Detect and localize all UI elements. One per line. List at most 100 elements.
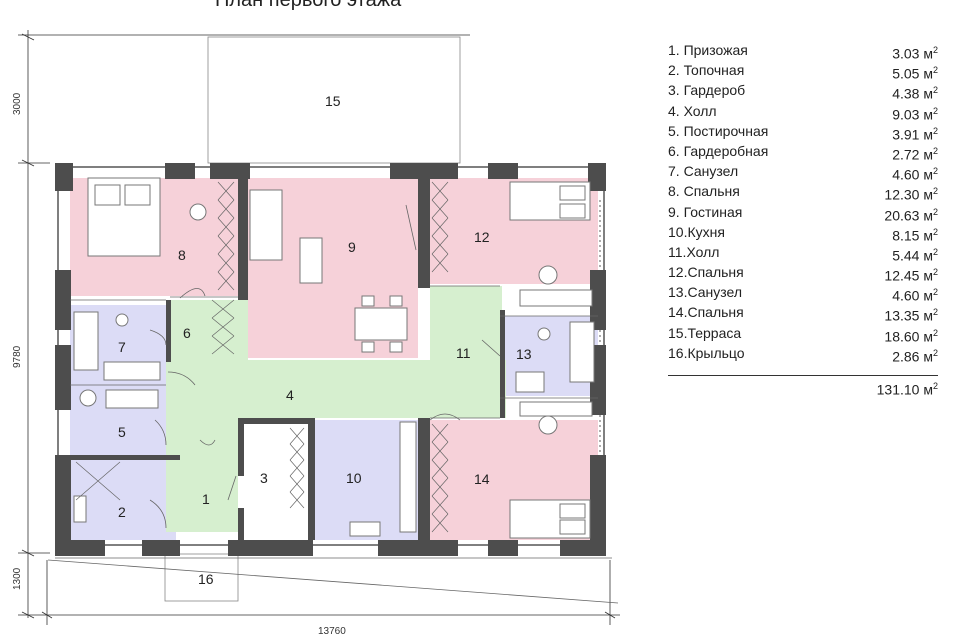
- legend-room-number: 5.: [668, 122, 680, 139]
- legend-room-number: 16.: [668, 344, 688, 361]
- legend-area-exponent: 2: [932, 307, 938, 318]
- legend-room-area: 20.63 м2: [884, 202, 938, 226]
- floor-plan: 3000 9780 1300 13760: [12, 30, 620, 637]
- legend-room-number: 13.: [668, 284, 688, 301]
- legend-area-value: 20.63: [884, 207, 920, 224]
- room-label-10: 10: [346, 470, 362, 486]
- legend-area-value: 13.35: [884, 308, 920, 325]
- room-label-15: 15: [325, 93, 341, 109]
- legend-area-value: 9.03: [892, 106, 920, 123]
- legend-area-unit: м: [923, 287, 933, 304]
- legend-room-label: Топочная: [683, 62, 745, 79]
- legend-separator: [668, 375, 938, 376]
- legend-row: 9. Гостиная 20.63 м2: [668, 202, 938, 224]
- legend-room-label: Холл: [683, 102, 717, 119]
- legend-area-unit: м: [923, 126, 933, 143]
- room-label-2: 2: [118, 504, 126, 520]
- legend-area-value: 4.38: [892, 86, 920, 103]
- legend-area-unit: м: [923, 166, 933, 183]
- legend-room-area: 12.45 м2: [884, 262, 938, 286]
- legend-area-unit: м: [923, 45, 933, 62]
- legend-room-area: 2.86 м2: [892, 343, 938, 367]
- porch-outline: [164, 553, 239, 602]
- wall-piers: [55, 163, 606, 556]
- legend-room-name: 9. Гостиная: [668, 202, 742, 222]
- legend-area-unit: м: [923, 247, 933, 264]
- dim-height: 9780: [12, 345, 23, 368]
- legend-area-unit: м: [923, 308, 933, 325]
- room-label-14: 14: [474, 471, 490, 487]
- legend-area-unit: м: [923, 348, 933, 365]
- room-label-12: 12: [474, 229, 490, 245]
- legend-room-number: 12.: [668, 264, 688, 281]
- room-label-5: 5: [118, 424, 126, 440]
- legend-total-exponent: 2: [932, 381, 938, 391]
- legend-area-value: 2.86: [892, 348, 920, 365]
- legend-area-value: 5.44: [892, 247, 920, 264]
- legend-room-number: 6.: [668, 142, 680, 159]
- legend-total-value: 131.10: [876, 381, 920, 398]
- dim-terrace: 3000: [12, 92, 23, 115]
- legend-room-name: 14.Спальня: [668, 302, 744, 322]
- legend-area-exponent: 2: [932, 206, 938, 217]
- legend-room-label: Спальня: [687, 304, 744, 321]
- legend-area-exponent: 2: [932, 327, 938, 338]
- legend-row: 1. Призожая 3.03 м2: [668, 40, 938, 62]
- legend-room-label: Санузел: [687, 284, 743, 301]
- dim-width: 13760: [318, 626, 346, 637]
- legend-total-unit: м: [923, 381, 933, 398]
- legend-room-number: 15.: [668, 324, 688, 341]
- legend-room-name: 6. Гардеробная: [668, 141, 768, 161]
- legend-room-name: 16.Крыльцо: [668, 343, 745, 363]
- legend-room-name: 1. Призожая: [668, 40, 748, 60]
- legend-room-number: 11.: [668, 243, 687, 260]
- legend-room-name: 12.Спальня: [668, 262, 744, 282]
- legend-room-area: 13.35 м2: [884, 302, 938, 326]
- legend-room-name: 8. Спальня: [668, 181, 740, 201]
- legend-room-number: 1.: [668, 42, 680, 58]
- legend-room-area: 18.60 м2: [884, 323, 938, 347]
- legend-room-name: 7. Санузел: [668, 161, 738, 181]
- legend-room-name: 3. Гардероб: [668, 80, 745, 100]
- room-label-11: 11: [456, 345, 471, 361]
- legend-area-value: 18.60: [884, 328, 920, 345]
- legend-area-unit: м: [923, 328, 933, 345]
- legend-room-number: 4.: [668, 102, 680, 119]
- legend-area-exponent: 2: [932, 226, 938, 237]
- legend-room-area: 5.44 м2: [892, 242, 938, 266]
- legend-area-exponent: 2: [932, 45, 938, 55]
- legend-row: 14.Спальня 13.35 м2: [668, 302, 938, 324]
- legend-room-label: Терраса: [687, 324, 742, 341]
- legend-room-label: Холл: [686, 243, 720, 260]
- legend-room-label: Гардероб: [683, 82, 746, 99]
- legend-room-number: 10.: [668, 223, 688, 240]
- legend-room-name: 10.Кухня: [668, 222, 725, 242]
- legend-area-value: 12.30: [884, 186, 920, 203]
- legend-room-label: Спальня: [683, 183, 740, 200]
- legend-area-unit: м: [923, 86, 933, 103]
- legend-total: 131.10 м2: [668, 381, 938, 398]
- legend-row: 12.Спальня 12.45 м2: [668, 262, 938, 284]
- legend-area-value: 2.72: [892, 146, 920, 163]
- legend-area-unit: м: [923, 207, 933, 224]
- legend-area-value: 3.03: [892, 45, 920, 62]
- legend-room-label: Кухня: [687, 223, 725, 240]
- legend-room-name: 13.Санузел: [668, 282, 742, 302]
- legend-area-exponent: 2: [932, 105, 938, 116]
- furniture: [73, 177, 595, 539]
- legend-room-area: 3.03 м2: [892, 40, 938, 64]
- legend-area-unit: м: [923, 146, 933, 163]
- legend-room-label: Гостиная: [683, 203, 743, 220]
- legend-area-value: 4.60: [892, 166, 920, 183]
- legend-room-number: 3.: [668, 82, 680, 99]
- room-label-8: 8: [178, 247, 186, 263]
- legend-area-value: 4.60: [892, 287, 920, 304]
- room-label-7: 7: [118, 339, 126, 355]
- legend-room-area: 5.05 м2: [892, 60, 938, 84]
- room-label-16: 16: [198, 571, 214, 587]
